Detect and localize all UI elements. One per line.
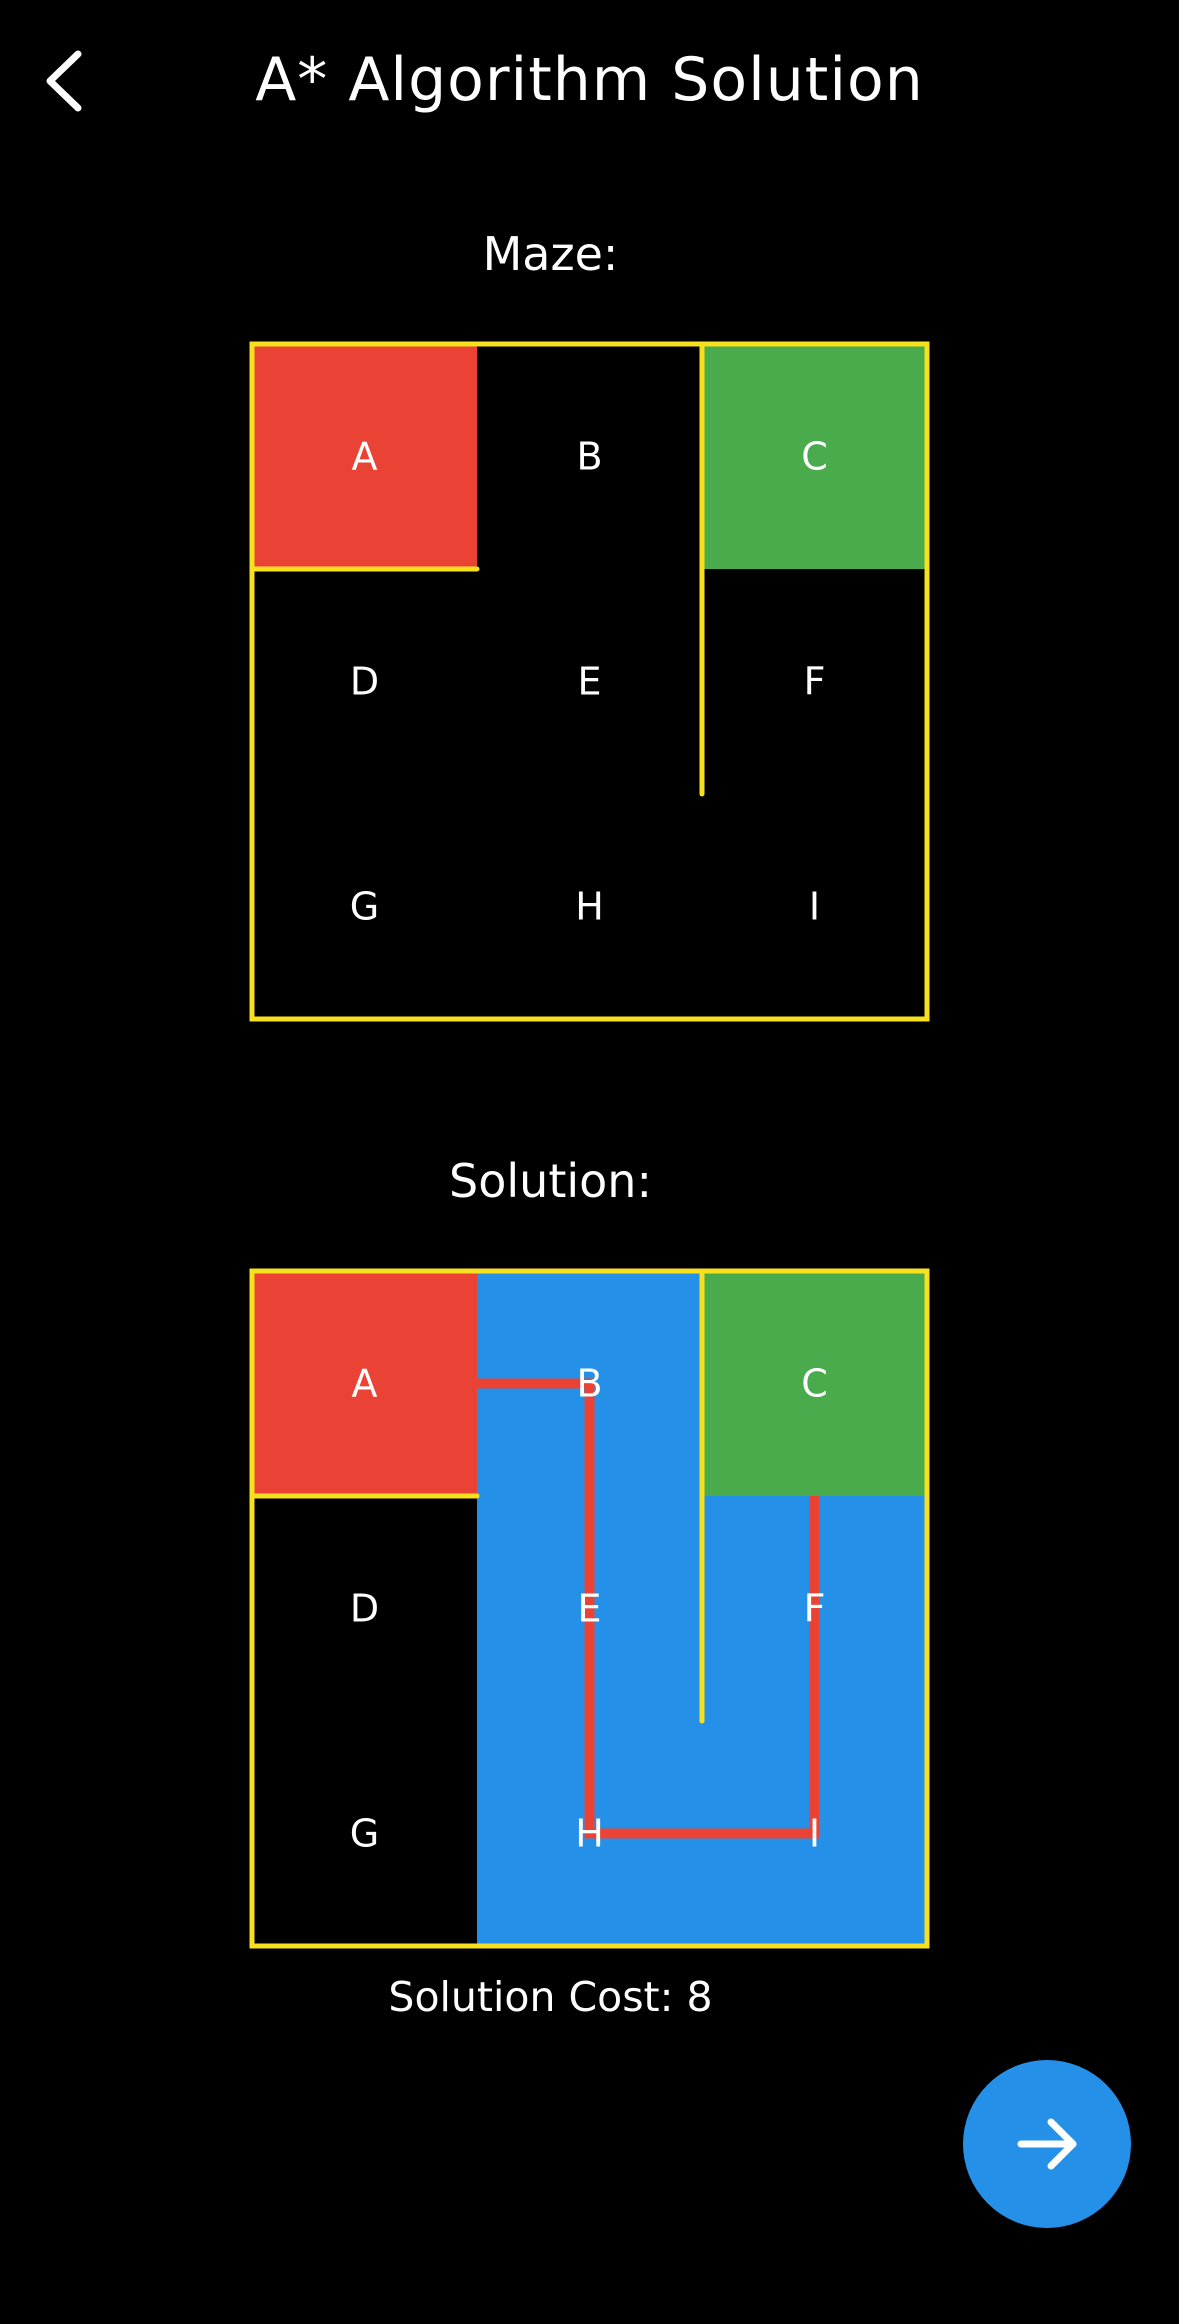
solution-cell-label-f: F bbox=[804, 1587, 826, 1631]
solution-cell-label-c: C bbox=[801, 1362, 828, 1406]
solution-label: Solution: bbox=[449, 1154, 652, 1208]
maze-cell-label-h: H bbox=[575, 885, 604, 929]
maze-outer-wall bbox=[249, 341, 930, 1022]
solution-cell-label-g: G bbox=[350, 1812, 379, 1856]
solution-cell-label-e: E bbox=[577, 1587, 601, 1631]
maze-cell-label-e: E bbox=[577, 660, 601, 704]
maze-cell-label-b: B bbox=[576, 435, 602, 479]
solution-cell-label-b: B bbox=[576, 1362, 602, 1406]
solution-cell-fill-a bbox=[252, 1271, 477, 1496]
solution-cell-label-a: A bbox=[352, 1362, 378, 1406]
maze-cell-label-a: A bbox=[352, 435, 378, 479]
solution-cell-label-i: I bbox=[809, 1812, 820, 1856]
back-button[interactable] bbox=[30, 40, 100, 120]
solution-grid: A B C D E F G H I bbox=[249, 1268, 930, 1949]
maze-cell-fill-c bbox=[702, 344, 927, 569]
maze-label: Maze: bbox=[482, 227, 619, 281]
solution-cost: Solution Cost: 8 bbox=[388, 1973, 713, 2021]
maze-cell-fill-a bbox=[252, 344, 477, 569]
chevron-left-icon bbox=[46, 50, 82, 112]
maze-grid-canvas: A B C D E F G H I bbox=[249, 341, 930, 1022]
solution-grid-canvas: A B C D E F G H I bbox=[249, 1268, 930, 1949]
maze-cell-label-g: G bbox=[350, 885, 379, 929]
maze-cell-label-f: F bbox=[804, 660, 826, 704]
maze-grid: A B C D E F G H I bbox=[249, 341, 930, 1022]
solution-cell-fill-c bbox=[702, 1271, 927, 1496]
solution-path-line bbox=[477, 1378, 820, 1839]
arrow-right-icon bbox=[1017, 2118, 1077, 2170]
page-title: A* Algorithm Solution bbox=[255, 45, 924, 115]
solution-cell-label-d: D bbox=[350, 1587, 379, 1631]
maze-cell-label-c: C bbox=[801, 435, 828, 479]
header-bar: A* Algorithm Solution bbox=[0, 0, 1179, 170]
next-button[interactable] bbox=[963, 2060, 1131, 2228]
solution-outer-wall bbox=[249, 1268, 930, 1949]
maze-cell-label-d: D bbox=[350, 660, 379, 704]
maze-cell-label-i: I bbox=[809, 885, 820, 929]
solution-cell-label-h: H bbox=[575, 1812, 604, 1856]
